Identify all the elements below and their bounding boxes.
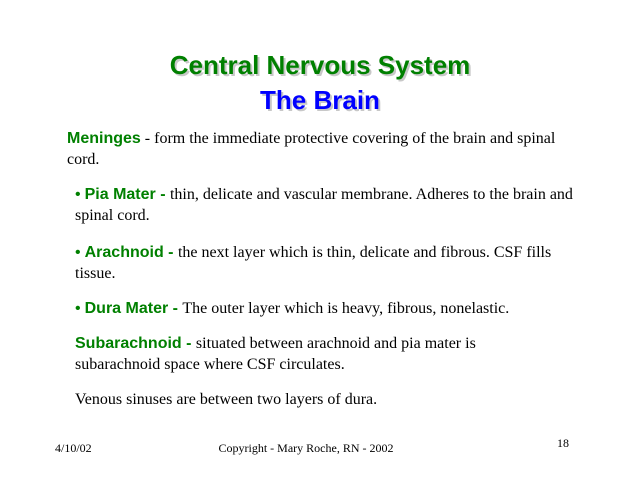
term: Pia Mater - xyxy=(84,186,170,203)
bullet: • xyxy=(75,300,81,317)
term: Arachnoid - xyxy=(84,244,178,261)
bullet: • xyxy=(75,186,81,203)
arachnoid-bullet: • Arachnoid - the next layer which is th… xyxy=(75,242,585,284)
definition: the next layer which is thin, delicate a… xyxy=(75,244,552,282)
pia-mater-bullet: • Pia Mater - thin, delicate and vascula… xyxy=(75,184,575,226)
term: Meninges xyxy=(67,130,141,147)
footer-date: 4/10/02 xyxy=(55,441,92,455)
slide-number: 18 xyxy=(557,436,569,450)
subarachnoid-paragraph: Subarachnoid - situated between arachnoi… xyxy=(75,333,545,375)
bullet: • xyxy=(75,244,81,261)
venous-sinuses-paragraph: Venous sinuses are between two layers of… xyxy=(75,391,378,408)
footer-copyright: Copyright - Mary Roche, RN - 2002 xyxy=(218,441,394,455)
slide-subtitle: The Brain xyxy=(260,85,380,115)
definition: situated between arachnoid and pia mater… xyxy=(75,335,476,373)
slide-title: Central Nervous System xyxy=(169,50,471,80)
definition: - form the immediate protective covering… xyxy=(67,130,556,168)
term: Dura Mater - xyxy=(84,300,183,317)
definition: thin, delicate and vascular membrane. Ad… xyxy=(75,186,573,224)
definition: The outer layer which is heavy, fibrous,… xyxy=(182,300,510,317)
term: Subarachnoid - xyxy=(75,335,196,352)
dura-mater-bullet: • Dura Mater - The outer layer which is … xyxy=(75,298,595,319)
meninges-paragraph: Meninges - form the immediate protective… xyxy=(67,128,577,170)
